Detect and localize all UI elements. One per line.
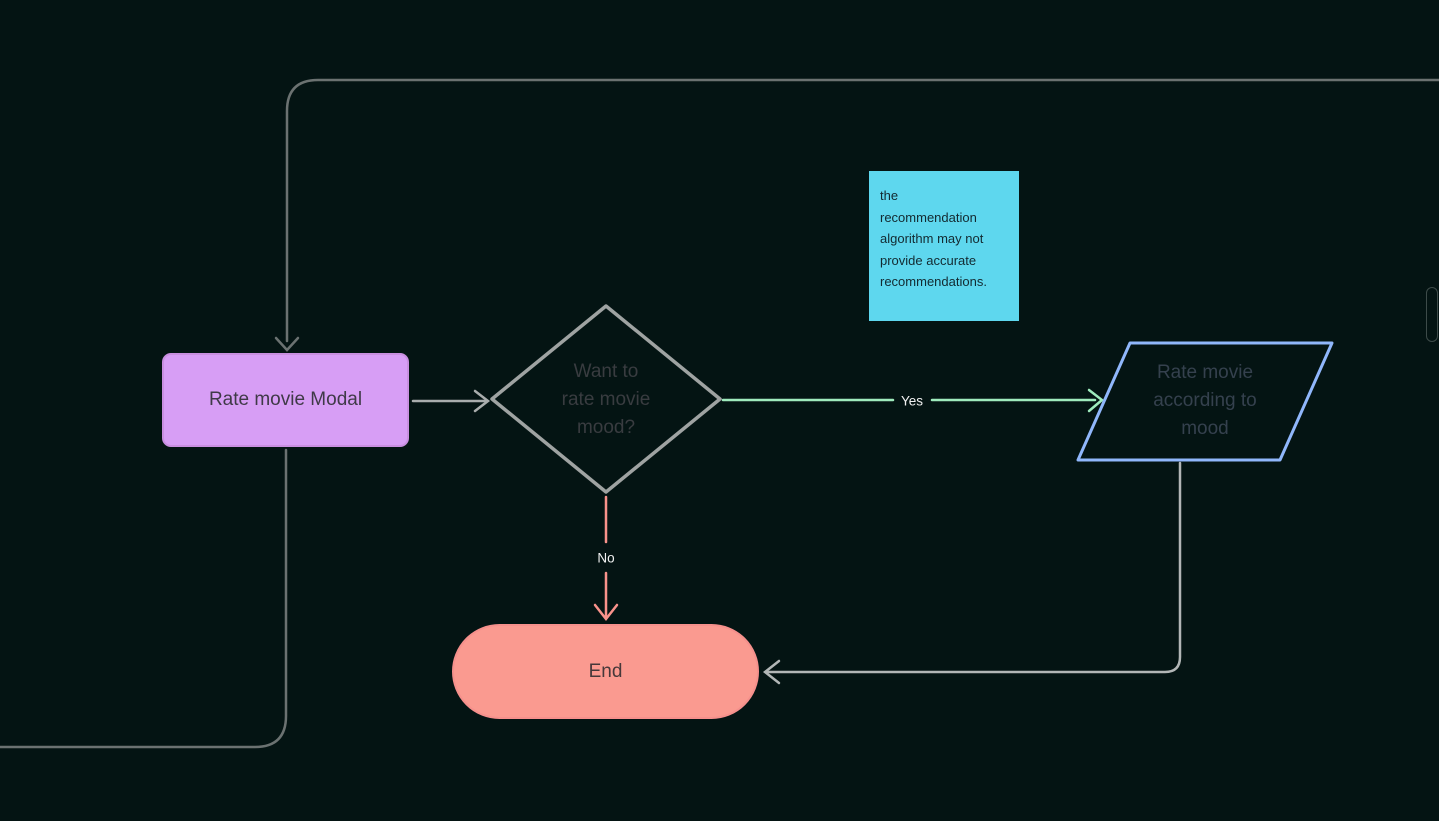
arrowhead-down-icon[interactable] [593,603,619,622]
node-parallelogram[interactable] [1076,341,1334,462]
node-decision-diamond[interactable] [490,304,722,494]
edge-line[interactable] [764,461,1182,674]
edge-entry-to-modal[interactable] [274,78,1439,352]
edge-mood-to-end[interactable] [762,461,1182,685]
arrowhead-right-icon[interactable] [1087,388,1104,413]
node-end[interactable]: End [452,624,759,719]
arrowhead-right-icon[interactable] [473,389,491,413]
edge-decision-yes[interactable] [721,388,1104,413]
arrowhead-left-icon[interactable] [762,659,781,685]
edge-line[interactable] [0,448,288,749]
sticky-note[interactable]: the recommendation algorithm may not pro… [869,171,1019,321]
edge-line[interactable] [285,78,1439,343]
edge-modal-exit[interactable] [0,448,288,749]
node-rate-movie-modal[interactable]: Rate movie Modal [162,353,409,447]
vertical-scrollbar-thumb[interactable] [1426,287,1438,342]
edge-modal-to-decision[interactable] [411,389,491,413]
node-label: Rate movie Modal [208,389,363,410]
arrowhead-down-icon[interactable] [274,336,300,352]
edge-decision-no[interactable] [593,495,619,622]
node-label: End [588,660,623,682]
